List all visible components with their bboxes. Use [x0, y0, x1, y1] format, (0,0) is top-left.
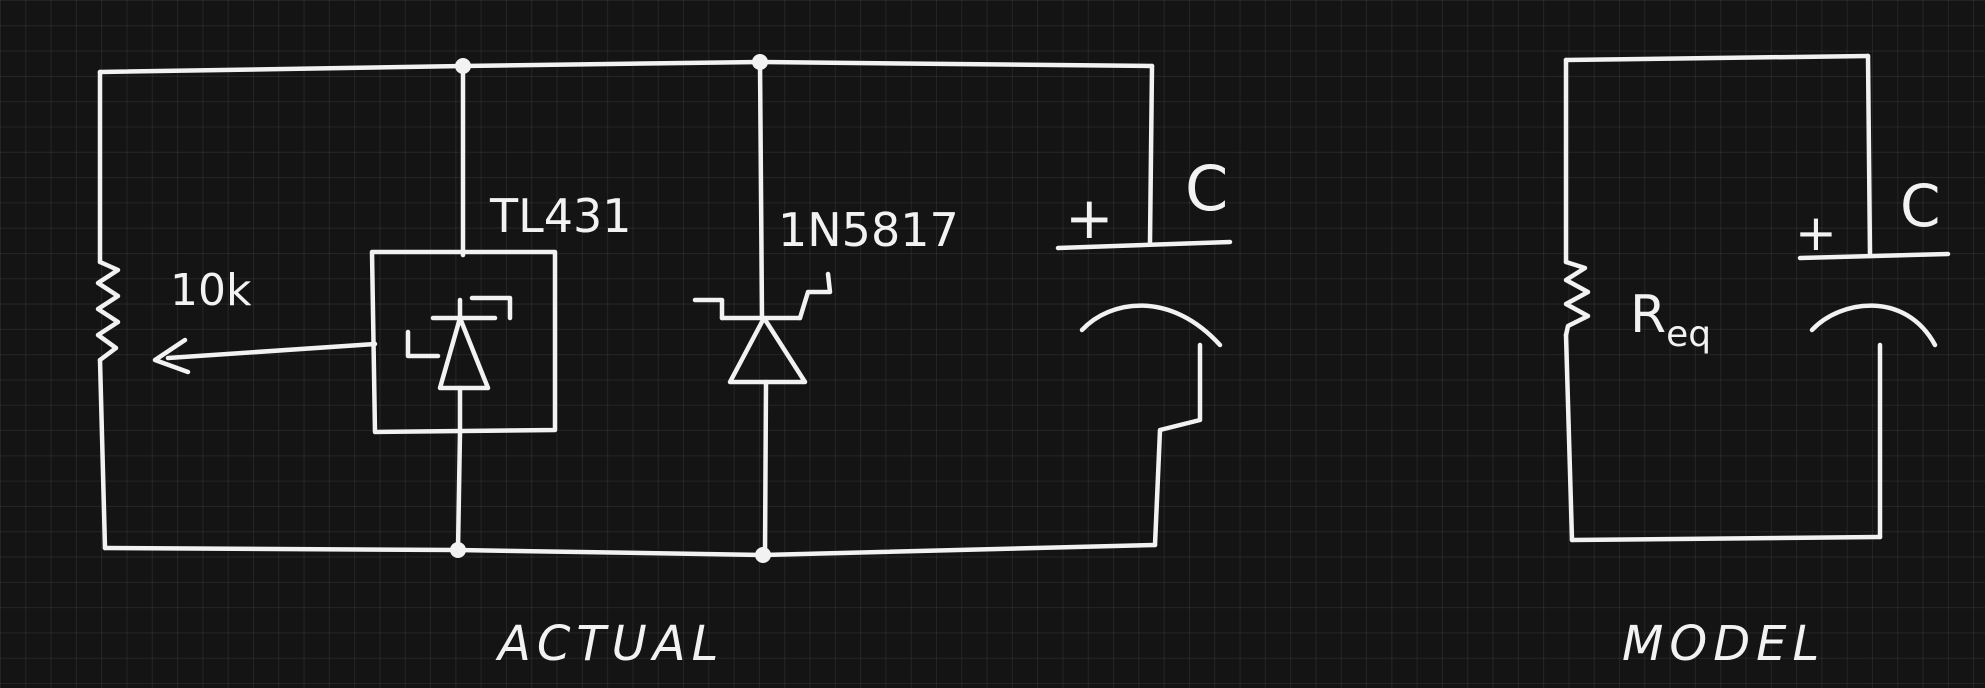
diode-label: 1N5817 — [778, 203, 959, 257]
pot-label: 10k — [170, 265, 252, 316]
req-main: R — [1630, 285, 1666, 345]
bottom-wire — [102, 542, 1158, 558]
actual-caption: ACTUAL — [495, 616, 724, 672]
req-subscript: eq — [1666, 314, 1711, 355]
req-label: Req — [1630, 285, 1711, 355]
schottky-diode-1n5817: 1N5817 — [692, 59, 959, 558]
model-circuit: Req + C MODEL — [1563, 53, 1951, 672]
tl431-label: TL431 — [489, 189, 632, 243]
capacitor-actual: + C — [1055, 152, 1233, 348]
equivalent-resistor: Req — [1563, 259, 1711, 355]
actual-circuit: 10k TL431 1N5817 — [95, 54, 1233, 672]
model-bottom-wire — [1569, 534, 1883, 543]
right-wire-top — [1147, 63, 1155, 245]
model-top-wire — [1563, 53, 1871, 63]
cap-plus-actual: + — [1065, 184, 1114, 252]
top-wire — [97, 59, 1155, 75]
cap-plus-model: + — [1795, 204, 1837, 262]
left-wire-bottom — [97, 357, 108, 551]
model-right-wire-top — [1865, 53, 1873, 259]
wiper-arrow — [165, 341, 378, 361]
tl431-shunt-regulator: TL431 — [369, 63, 632, 553]
right-wire-bottom — [1152, 342, 1203, 548]
capacitor-model: + C — [1795, 172, 1951, 348]
potentiometer-10k: 10k — [95, 259, 378, 375]
cap-label-actual: C — [1185, 152, 1228, 225]
model-left-wire-bottom — [1563, 332, 1575, 543]
model-caption: MODEL — [1622, 616, 1825, 672]
cap-label-model: C — [1900, 172, 1941, 240]
